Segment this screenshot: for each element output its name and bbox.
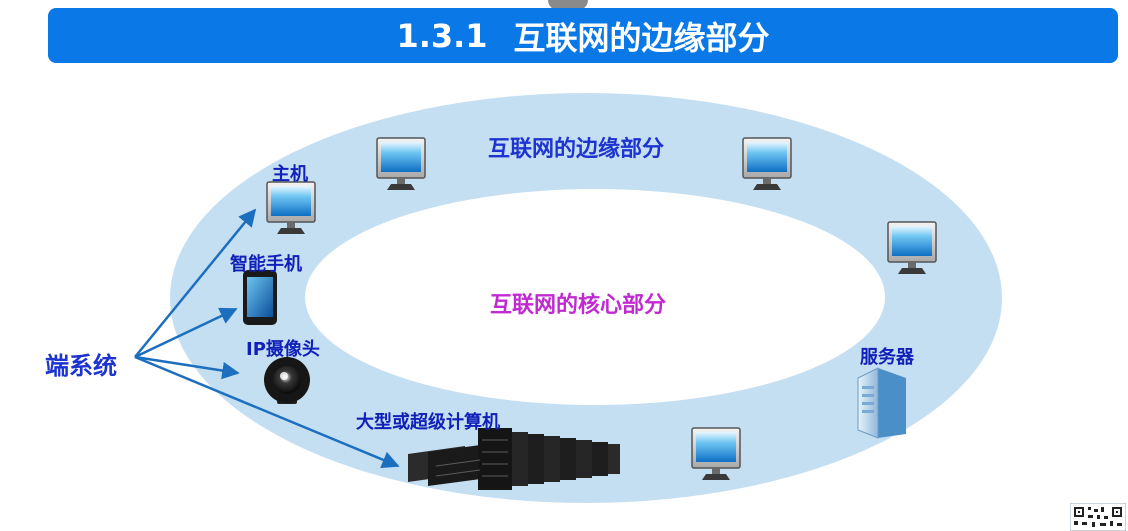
end-system-arrows — [134, 208, 400, 469]
smartphone-icon — [243, 270, 277, 325]
supercomputer-icon — [408, 428, 620, 490]
ip-camera-icon — [264, 357, 310, 404]
title-bar: 1.3.1 互联网的边缘部分 — [48, 8, 1118, 63]
smartphone-label: 智能手机 — [230, 254, 302, 275]
ip-camera-label: IP摄像头 — [246, 339, 320, 360]
core-label: 互联网的核心部分 — [490, 293, 667, 318]
title-notch — [548, 0, 588, 10]
qr-code-icon — [1070, 503, 1126, 531]
edge-ring — [170, 93, 1002, 503]
server-label: 服务器 — [860, 347, 914, 368]
edge-label: 互联网的边缘部分 — [488, 137, 665, 162]
section-number: 1.3.1 — [396, 16, 488, 55]
server-icon — [857, 367, 906, 439]
host-label: 主机 — [272, 164, 308, 185]
section-title: 互联网的边缘部分 — [513, 18, 770, 57]
end-systems-label: 端系统 — [45, 352, 117, 380]
supercomputer-label: 大型或超级计算机 — [356, 412, 500, 433]
